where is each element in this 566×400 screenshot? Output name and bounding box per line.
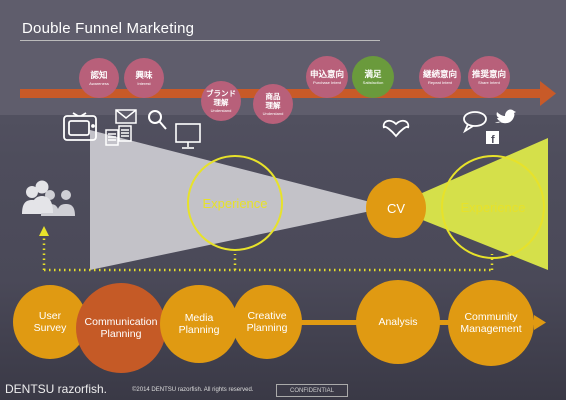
stage-label: 商品 理解 [265,92,281,110]
heart-icon [382,119,410,138]
svg-text:f: f [491,134,495,146]
mail-icon [115,109,137,124]
activity-creative-planning: Creative Planning [232,285,302,359]
stage-share-intent: 推奨意向 Share Intent [468,56,510,98]
stage-sublabel: Interest [137,81,151,86]
cv-label: CV [386,200,406,216]
cv-circle: CV [366,178,426,238]
stage-repeat-intent: 継続意向 Repeat Intent [419,56,461,98]
facebook-icon: f [486,131,499,146]
copyright-text: ©2014 DENTSU razorfish. All rights reser… [132,387,254,393]
monitor-icon [175,123,201,149]
stage-awareness: 認知 Awareness [79,58,119,98]
connector-arrowhead [39,226,49,236]
stage-purchase-intent: 申込意向 Purchase Intent [306,56,348,98]
search-icon [148,110,167,130]
dotted-connectors [42,236,494,272]
stage-sublabel: Purchase Intent [312,80,342,85]
stage-label: ブランド 理解 [206,89,236,107]
experience-left-circle: Experience [187,155,283,251]
tv-icon [63,112,97,141]
stage-sublabel: Understand [210,108,232,113]
experience-left-label: Experience [202,195,268,211]
stage-label: 継続意向 [422,69,457,79]
experience-right-label: Experience [460,199,526,215]
stage-label: 申込意向 [309,69,344,79]
diagram-title: Double Funnel Marketing [22,20,195,37]
stage-sublabel: Satisfaction [362,80,384,85]
stage-label: 満足 [364,69,382,79]
stage-satisfaction: 満足 Satisfaction [352,56,394,98]
activity-analysis: Analysis [356,280,440,364]
stage-interest: 興味 Interest [124,58,164,98]
confidential-badge: CONFIDENTIAL [276,384,348,397]
company-logo: DENTSU razorfish. [5,382,108,396]
activity-media-planning: Media Planning [160,285,238,363]
stage-sublabel: Awareness [89,81,109,86]
stage-label: 興味 [135,70,153,80]
stage-product-understanding: 商品 理解 Understand [253,84,293,124]
stage-label: 認知 [90,70,108,80]
activity-user-survey: User Survey [13,285,87,359]
activity-community-management: Community Management [448,280,534,366]
experience-right-circle: Experience [441,155,545,259]
stage-sublabel: Repeat Intent [427,80,453,85]
twitter-bird-icon [495,109,516,124]
users-icon [22,180,75,216]
stage-label: 推奨意向 [471,69,506,79]
stage-brand-understanding: ブランド 理解 Understand [201,81,241,121]
title-underline [20,40,380,41]
speech-bubble-icon [463,111,487,134]
activity-communication-planning: Communication Planning [76,283,166,373]
document-icon [105,125,132,146]
stage-sublabel: Understand [262,111,284,116]
stage-sublabel: Share Intent [478,80,500,85]
